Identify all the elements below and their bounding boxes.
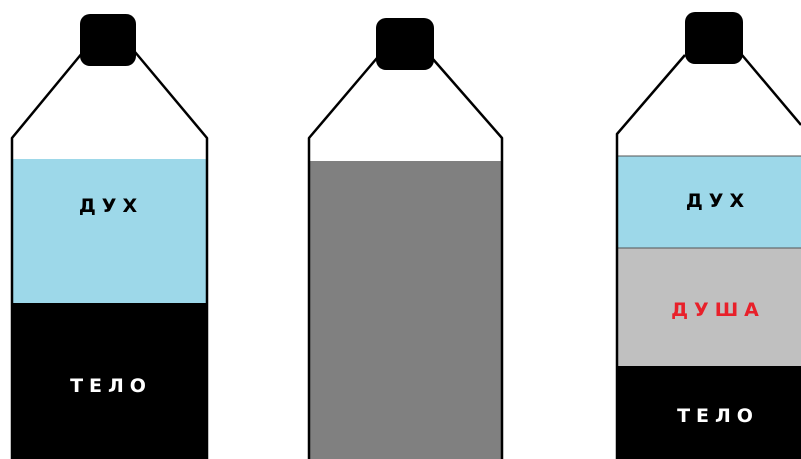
bottle-1-label-body: ТЕЛО [70,375,152,397]
bottle-3-label-spirit: ДУХ [686,190,750,212]
bottle-3-label-soul: ДУША [671,299,765,321]
bottle-2-cap [376,18,434,70]
bottle-1-cap [80,14,136,66]
bottle-2 [309,18,502,459]
bottle-3-cap [685,12,743,64]
bottle-2-layer-gray [309,161,502,459]
bottle-3-label-body: ТЕЛО [677,405,759,427]
bottle-1-layer-spirit [12,159,207,303]
bottle-3 [617,12,801,459]
bottle-1-label-spirit: ДУХ [79,195,143,217]
